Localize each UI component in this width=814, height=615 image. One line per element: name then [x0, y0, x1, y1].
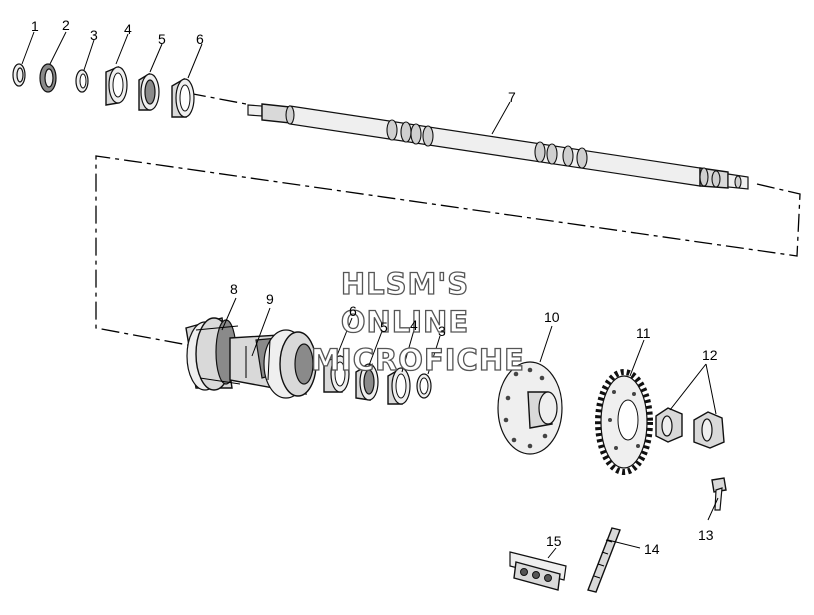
callout-10: 10	[544, 309, 560, 325]
sprocket-hub-10	[497, 361, 563, 455]
bearing-5	[138, 72, 160, 111]
watermark-line-2: ONLINE	[341, 305, 469, 339]
seal-6-lower	[323, 355, 350, 393]
seal-6	[171, 77, 195, 118]
callout-2: 2	[62, 17, 70, 33]
callout-5-lower: 5	[380, 319, 388, 335]
drive-chain-14	[587, 527, 621, 593]
watermark-line-1: HLSM'S	[341, 267, 469, 301]
callout-3-lower: 3	[438, 323, 446, 339]
callout-3: 3	[90, 27, 98, 43]
callout-13: 13	[698, 527, 714, 543]
callout-5: 5	[158, 31, 166, 47]
axle-shaft-7	[247, 103, 749, 190]
callout-1: 1	[31, 18, 39, 34]
master-link-15	[509, 551, 567, 591]
nut-12a	[655, 407, 683, 443]
callout-15: 15	[546, 533, 562, 549]
leader-lines	[21, 31, 719, 559]
ring-1	[12, 63, 26, 87]
phantom-outline	[95, 92, 801, 346]
callout-7: 7	[508, 89, 516, 105]
bearing-4	[105, 65, 128, 106]
callout-11: 11	[636, 325, 651, 341]
callout-6: 6	[196, 31, 204, 47]
bolt-13	[711, 477, 727, 511]
callout-4: 4	[124, 21, 132, 37]
watermark-line-3: MICROFICHE	[311, 343, 525, 377]
callout-14: 14	[644, 541, 660, 557]
nut-12b	[693, 411, 725, 449]
callout-6-lower: 6	[349, 303, 357, 319]
carrier-housing-9	[229, 329, 317, 399]
ring-3-lower	[416, 373, 432, 399]
carrier-assembly-8	[185, 317, 241, 391]
callout-4-lower: 4	[410, 317, 418, 333]
ring-3	[75, 69, 89, 93]
callout-12: 12	[702, 347, 718, 363]
callout-8: 8	[230, 281, 238, 297]
callout-9: 9	[266, 291, 274, 307]
sprocket-11	[595, 369, 653, 475]
seal-2	[39, 63, 57, 93]
bearing-4-lower	[387, 367, 411, 405]
